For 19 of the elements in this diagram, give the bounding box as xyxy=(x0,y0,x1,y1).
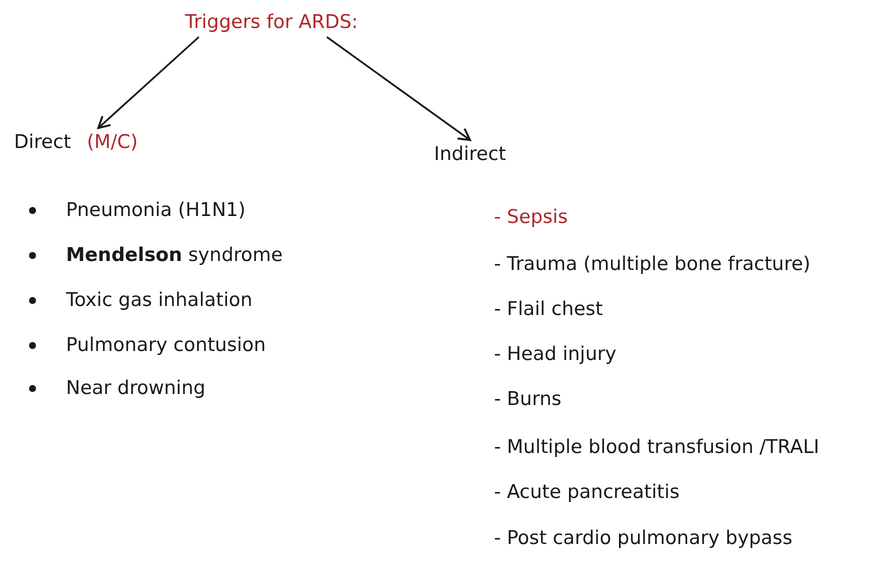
list-item: Pneumonia (H1N1) xyxy=(66,198,246,223)
list-item: - Acute pancreatitis xyxy=(494,480,680,505)
list-item: Mendelson syndrome xyxy=(66,243,283,268)
category-label: Indirect xyxy=(434,142,506,167)
list-item: - Head injury xyxy=(494,342,616,367)
list-item: - Trauma (multiple bone fracture) xyxy=(494,252,810,277)
list-item: - Flail chest xyxy=(494,297,603,322)
list-item: Pulmonary contusion xyxy=(66,333,266,358)
category-label: Direct xyxy=(14,130,71,155)
list-item: - Multiple blood transfusion /TRALI xyxy=(494,435,820,460)
arrow xyxy=(326,36,471,141)
list-item: Near drowning xyxy=(66,376,206,401)
category-label: (M/C) xyxy=(86,130,138,155)
heading: Triggers for ARDS: xyxy=(185,10,358,35)
list-item: Toxic gas inhalation xyxy=(66,288,252,313)
list-item: - Burns xyxy=(494,387,562,412)
list-item: - Sepsis xyxy=(494,205,568,230)
list-item: - Post cardio pulmonary bypass xyxy=(494,526,792,551)
arrow xyxy=(97,36,200,129)
